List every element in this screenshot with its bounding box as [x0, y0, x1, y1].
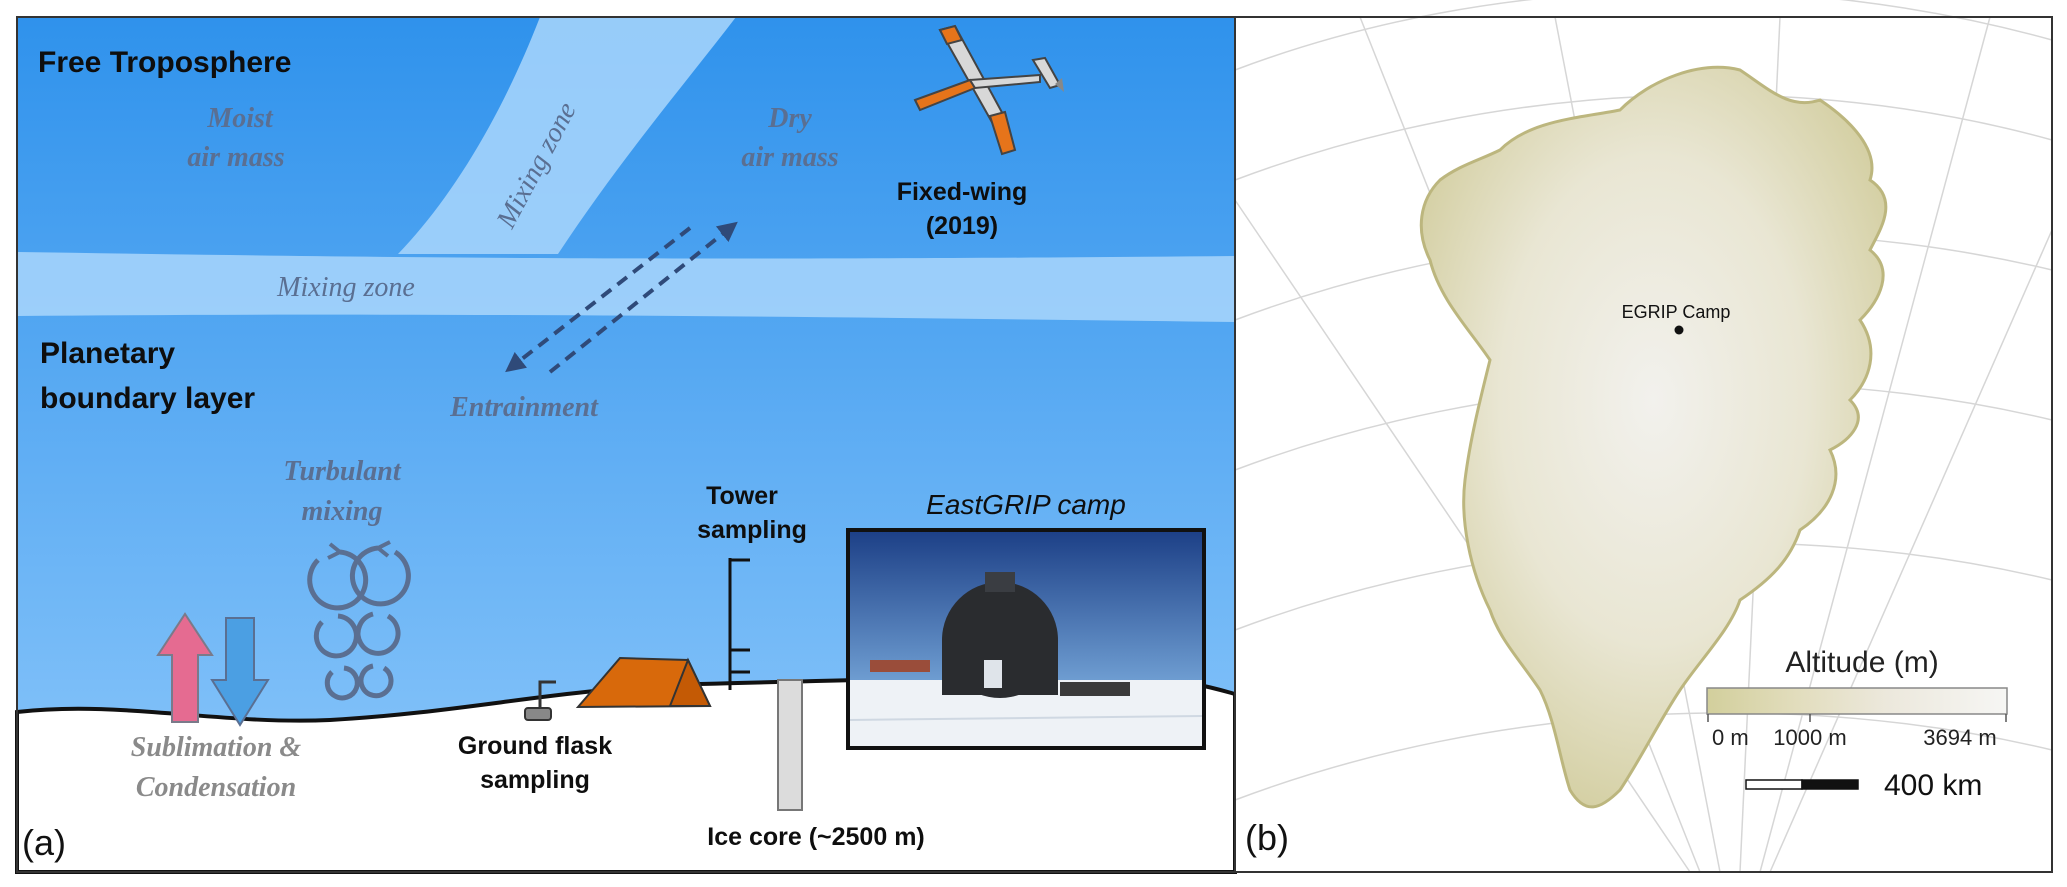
dry-air-label-1: Dry: [767, 103, 812, 134]
sublimation-label-1: Sublimation &: [131, 732, 302, 763]
panel-a-label: (a): [22, 822, 66, 863]
ground-flask-label-1: Ground flask: [458, 732, 612, 760]
entrainment-label: Entrainment: [449, 392, 599, 423]
pbl-label-1: Planetary: [40, 337, 175, 370]
entrainment-arrow-down: [505, 226, 692, 373]
free-troposphere-label: Free Troposphere: [38, 46, 291, 79]
legend-tick-label: 1000 m: [1773, 725, 1846, 750]
altitude-color-bar: [1706, 687, 2008, 715]
ice-core-label: Ice core (~2500 m): [707, 823, 925, 851]
figure-frame: [16, 16, 2053, 873]
tent-icon: [575, 656, 712, 709]
pbl-label-2: boundary layer: [40, 382, 255, 415]
greenland-landmass: [1419, 65, 1888, 809]
tower-label-2: sampling: [697, 516, 807, 544]
ice-core-icon: [777, 679, 803, 811]
dry-air-label-2: air mass: [741, 142, 838, 173]
mixing-band-diagonal: [398, 17, 736, 254]
tower-label-1: Tower: [706, 482, 778, 510]
moist-air-label-1: Moist: [206, 103, 274, 134]
legend-tick-label: 0 m: [1712, 725, 1749, 750]
turbulent-label-2: mixing: [302, 496, 383, 527]
fixed-wing-label-1: Fixed-wing: [897, 178, 1028, 206]
panel-a: Free Troposphere Moist air mass Dry air …: [15, 17, 1237, 874]
mixing-band-horizontal: [17, 252, 1235, 322]
fixed-wing-plane-icon: [913, 24, 1064, 156]
legend-tick-label: 3694 m: [1923, 725, 1996, 750]
condensation-down-arrow-icon: [210, 617, 270, 727]
ground-flask-icon: [524, 680, 556, 721]
egrip-camp-label: EGRIP Camp: [1622, 302, 1731, 322]
sublimation-up-arrow-icon: [156, 612, 214, 723]
turbulent-label-1: Turbulant: [283, 456, 401, 487]
scale-bar: [1745, 779, 1859, 790]
altitude-legend-title: Altitude (m): [1785, 646, 1938, 679]
tower-icon: [728, 558, 750, 690]
turbulent-eddies-icon: [307, 540, 411, 701]
mixing-zone-horizontal-label: Mixing zone: [276, 272, 415, 303]
fixed-wing-label-2: (2019): [926, 212, 998, 240]
panel-b-label: (b): [1245, 817, 1289, 858]
sublimation-label-2: Condensation: [136, 772, 296, 803]
scale-bar-label: 400 km: [1884, 769, 1982, 802]
altitude-legend-ticks: 0 m 1000 m 3694 m: [1707, 714, 2007, 750]
ground-flask-label-2: sampling: [480, 766, 590, 794]
egrip-camp-marker: [1674, 325, 1684, 335]
moist-air-label-2: air mass: [187, 142, 284, 173]
camp-title: EastGRIP camp: [926, 489, 1126, 520]
camp-photo: [846, 528, 1206, 750]
